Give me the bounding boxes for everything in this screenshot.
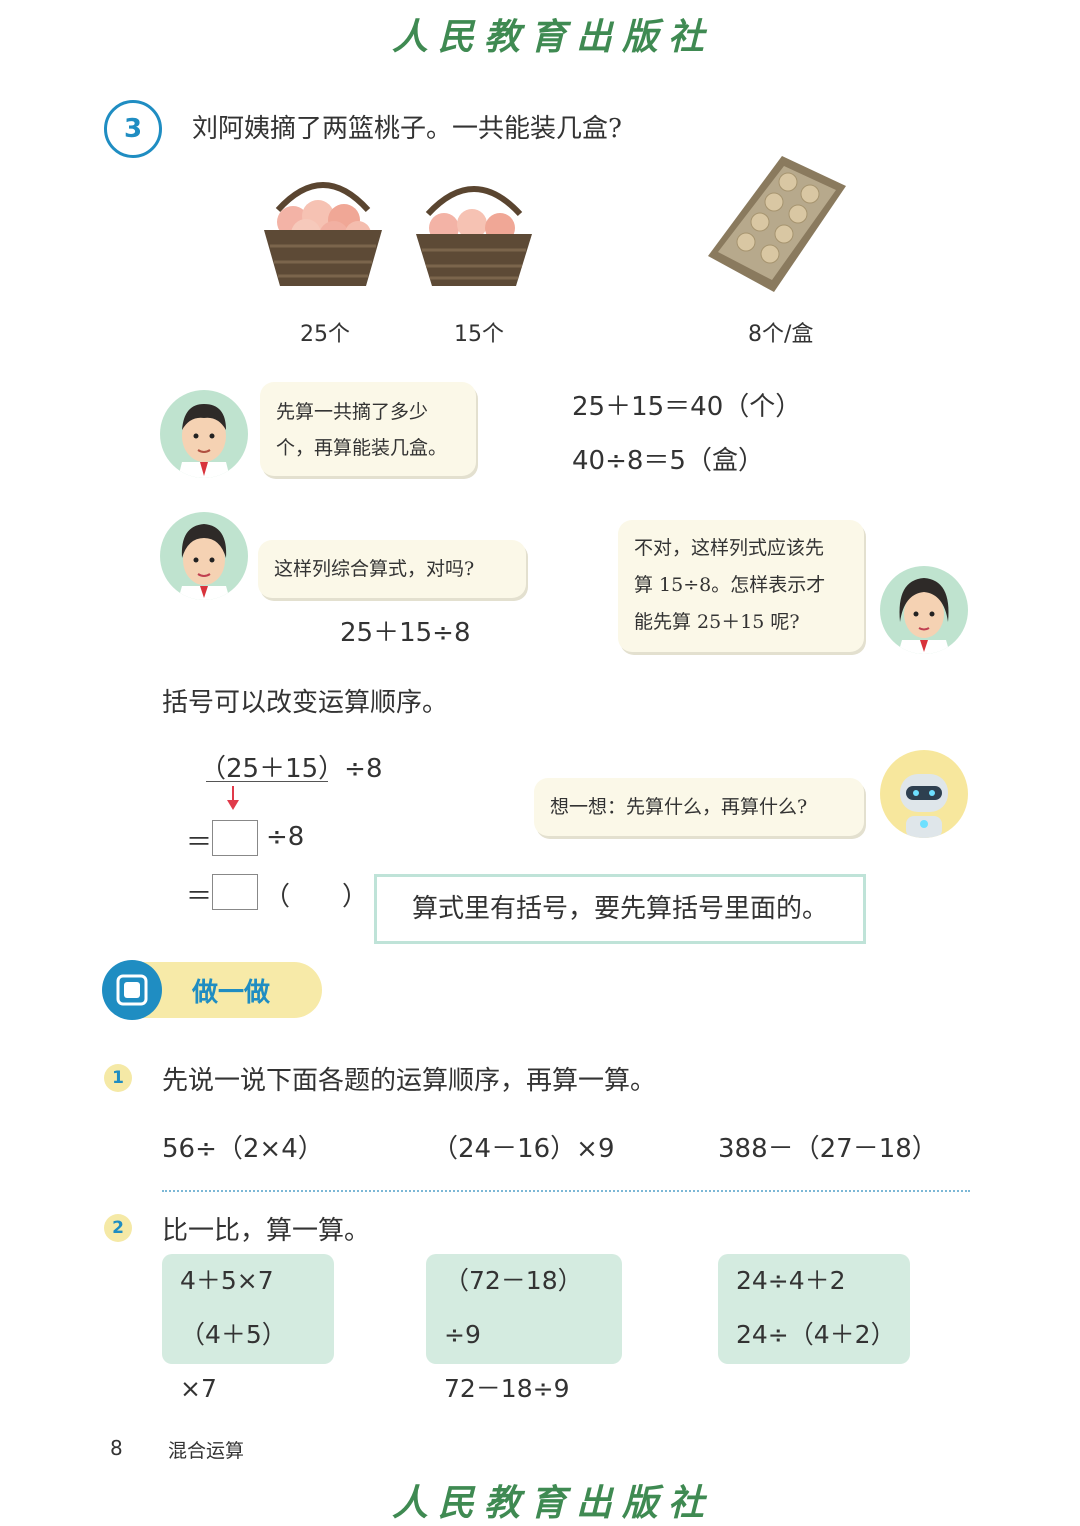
girl-question: 这样列综合算式，对吗? <box>274 558 475 580</box>
answer-box-1[interactable] <box>212 820 258 856</box>
combined-expression: 25＋15÷8 <box>340 618 471 648</box>
compare-card-1: 4＋5×7 （4＋5）×7 <box>162 1254 334 1403</box>
publisher-logo-top: 人民教育出版社 <box>392 16 715 58</box>
boy-line-1: 先算一共摘了多少 <box>276 401 429 423</box>
card-expression: 24÷4＋2 <box>736 1266 846 1295</box>
divide-by-8: ÷8 <box>266 822 305 852</box>
basket-2-label: 15个 <box>454 322 504 347</box>
robot-avatar <box>880 750 968 838</box>
page-number: 8 <box>110 1436 123 1460</box>
equals-sign-2: ＝ <box>186 882 213 912</box>
girl-avatar <box>160 512 248 600</box>
practice-title: 做一做 <box>192 978 271 1008</box>
practice-q2-number: 2 <box>104 1214 132 1242</box>
example-number: 3 <box>104 100 162 158</box>
card-expression: （4＋5）×7 <box>180 1320 287 1403</box>
girl-2-line-3: 能先算 25＋15 呢? <box>634 611 800 633</box>
basket-1-label: 25个 <box>300 322 350 347</box>
girl-2-line-2: 算 15÷8。怎样表示才 <box>634 574 826 596</box>
card-expression: （72－18）÷9 <box>444 1266 583 1349</box>
compare-card-2: （72－18）÷9 72－18÷9 <box>426 1254 622 1403</box>
answer-box-2[interactable] <box>212 874 258 910</box>
girl-speech-bubble: 这样列综合算式，对吗? <box>258 540 526 598</box>
robot-question: 想一想：先算什么，再算什么? <box>550 796 808 818</box>
chapter-name: 混合运算 <box>168 1440 245 1462</box>
girl-2-avatar <box>880 566 968 654</box>
down-arrow-icon <box>227 786 239 810</box>
girl-2-speech-bubble: 不对，这样列式应该先 算 15÷8。怎样表示才 能先算 25＋15 呢? <box>618 520 864 652</box>
example-question: 刘阿姨摘了两篮桃子。一共能装几盒? <box>192 114 622 144</box>
q1-item: 388－（27－18） <box>718 1134 938 1164</box>
step-2-equation: 40÷8＝5（盒） <box>572 446 764 476</box>
practice-q2-text: 比一比，算一算。 <box>162 1216 371 1246</box>
parentheses-statement: 括号可以改变运算顺序。 <box>162 688 449 718</box>
box-label: 8个/盒 <box>748 322 814 347</box>
expression-underline <box>206 781 328 782</box>
step-1-equation: 25＋15＝40（个） <box>572 392 802 422</box>
peach-basket-2-image <box>416 186 532 286</box>
section-divider <box>162 1190 970 1192</box>
practice-q1-number: 1 <box>104 1064 132 1092</box>
boy-speech-bubble: 先算一共摘了多少 个，再算能装几盒。 <box>260 382 476 476</box>
practice-q1-text: 先说一说下面各题的运算顺序，再算一算。 <box>162 1066 657 1096</box>
practice-header-bar <box>130 962 322 1018</box>
publisher-logo-bottom: 人民教育出版社 <box>392 1482 715 1524</box>
girl-2-line-1: 不对，这样列式应该先 <box>634 537 825 559</box>
q1-item: （24－16）×9 <box>432 1134 615 1164</box>
boy-avatar <box>160 390 248 478</box>
boy-line-2: 个，再算能装几盒。 <box>276 437 448 459</box>
card-expression: 24÷（4＋2） <box>736 1320 896 1349</box>
card-expression: 72－18÷9 <box>444 1374 570 1403</box>
equals-sign-1: ＝ <box>186 828 213 858</box>
robot-speech-bubble: 想一想：先算什么，再算什么? <box>534 778 864 836</box>
compare-card-3: 24÷4＋2 24÷（4＋2） <box>718 1254 910 1364</box>
peach-box-image <box>708 156 846 292</box>
practice-icon <box>102 960 162 1020</box>
parentheses-expression: （25＋15）÷8 <box>200 754 383 784</box>
rule-box: 算式里有括号，要先算括号里面的。 <box>374 874 866 944</box>
card-expression: 4＋5×7 <box>180 1266 274 1295</box>
unit-parentheses[interactable]: （ ） <box>264 882 369 912</box>
q1-item: 56÷（2×4） <box>162 1134 324 1164</box>
peach-basket-1-image <box>264 182 382 286</box>
